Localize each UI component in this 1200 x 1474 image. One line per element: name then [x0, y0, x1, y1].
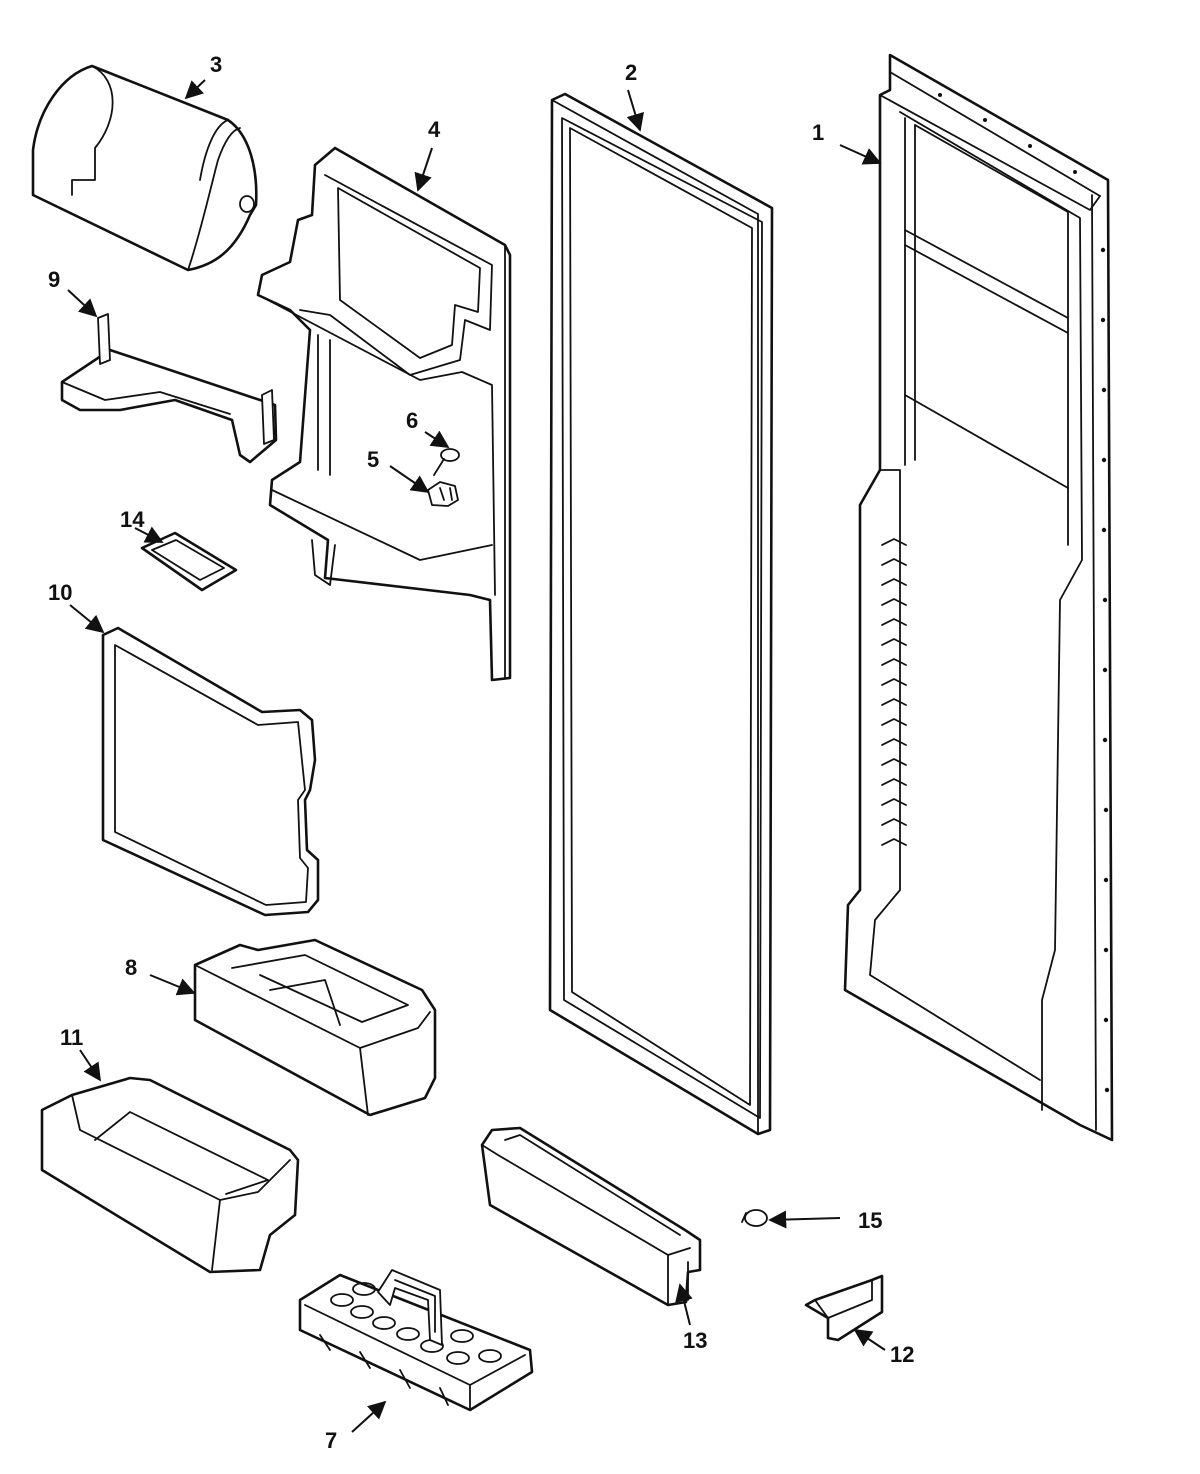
callout-labels: 1 2 3 4 5 6 7 8 9 10 11 12 13 14 15	[48, 52, 914, 1453]
part-6-pin	[433, 448, 460, 476]
callout-11: 11	[60, 1025, 83, 1050]
callout-9: 9	[48, 267, 60, 292]
callout-6: 6	[406, 408, 418, 433]
part-10-shelf-panel	[101, 626, 320, 917]
callout-7: 7	[325, 1428, 337, 1453]
part-9-shelf-bracket	[60, 313, 278, 464]
callout-8: 8	[125, 955, 137, 980]
leader-lines	[67, 79, 886, 1433]
part-2-door-gasket	[548, 92, 774, 1136]
callout-15: 15	[858, 1208, 882, 1233]
part-11-lower-bin	[40, 1076, 300, 1274]
callout-14: 14	[120, 507, 145, 532]
bin-support-ribs	[881, 538, 907, 846]
callout-12: 12	[890, 1342, 914, 1367]
part-15-light-bulb	[741, 1209, 768, 1227]
callout-4: 4	[428, 117, 441, 142]
part-3-dairy-door	[31, 64, 258, 272]
part-14-small-tray	[140, 531, 238, 592]
callout-3: 3	[210, 52, 222, 77]
part-1-door-liner	[843, 53, 1114, 1142]
liner-flange-screws	[938, 93, 1110, 1093]
part-13-narrow-bin	[480, 1126, 702, 1307]
callout-5: 5	[367, 447, 379, 472]
part-5-clip	[427, 481, 459, 507]
callout-13: 13	[683, 1328, 707, 1353]
part-8-door-bin	[193, 938, 437, 1117]
callout-10: 10	[48, 580, 72, 605]
callout-1: 1	[812, 120, 824, 145]
callout-2: 2	[625, 60, 637, 85]
part-7-egg-tray	[298, 1269, 534, 1412]
part-12-clip	[804, 1274, 884, 1342]
part-4-dairy-frame	[256, 146, 512, 682]
